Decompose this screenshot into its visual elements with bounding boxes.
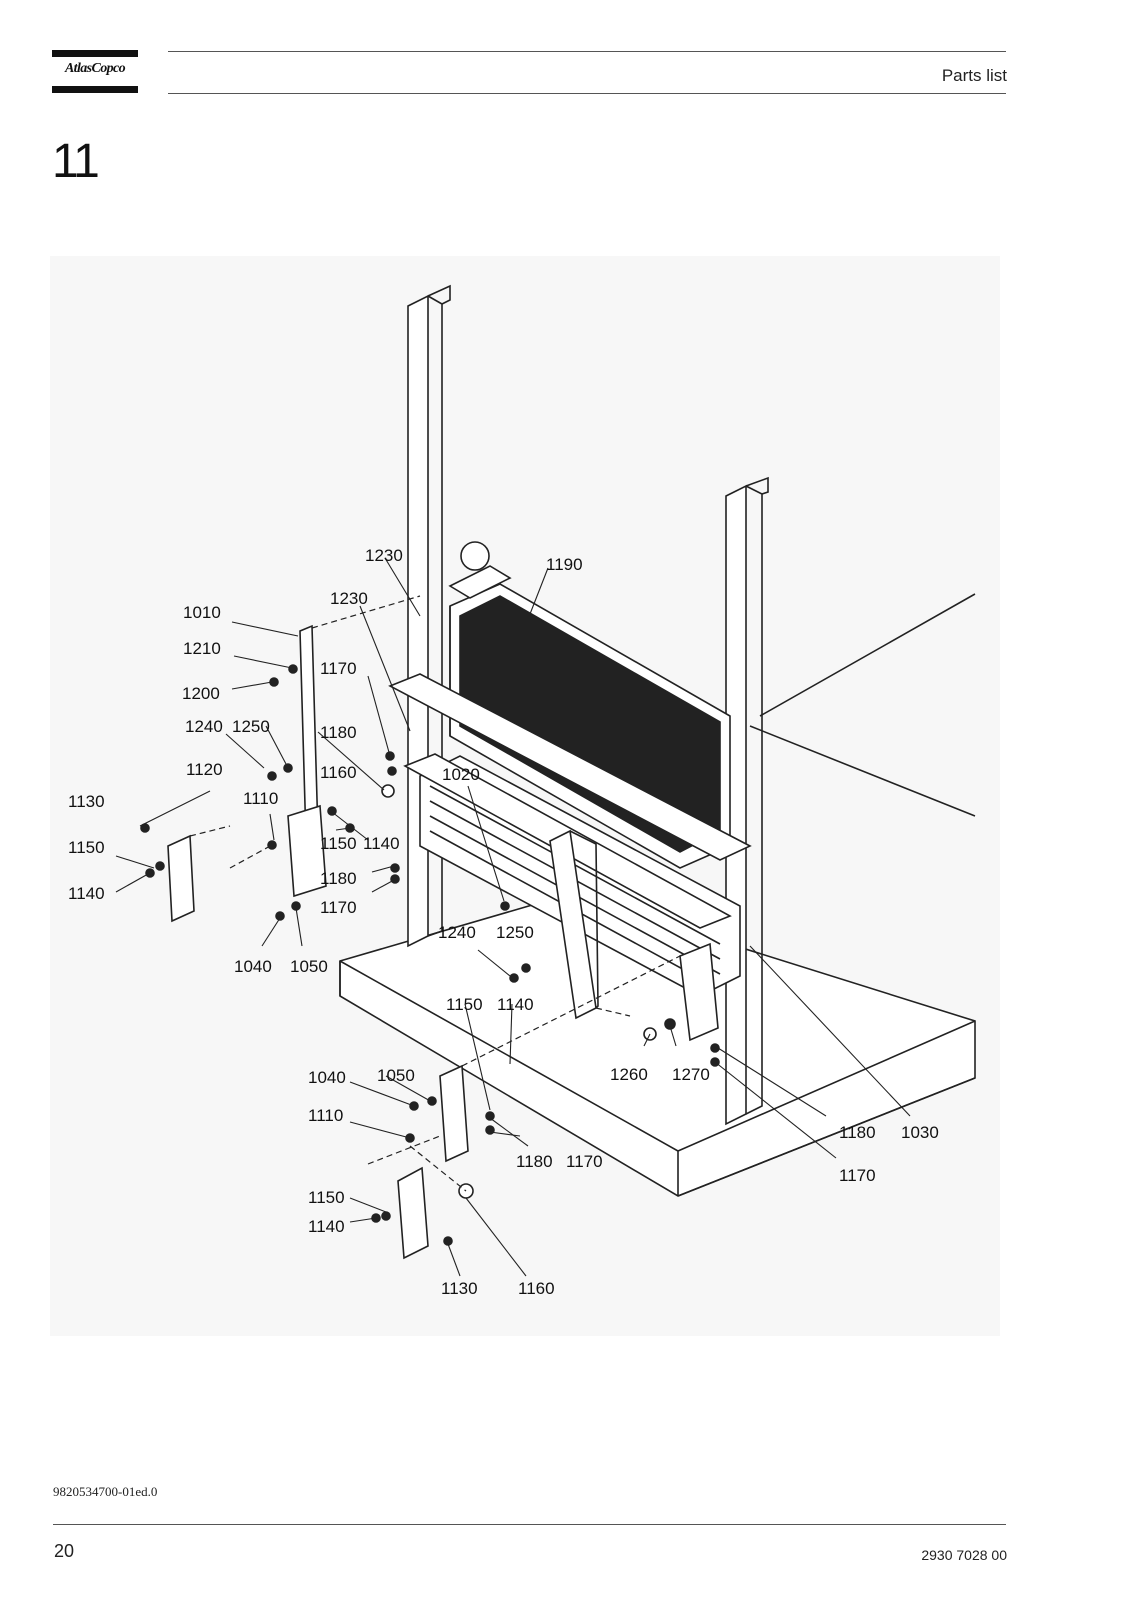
callout-label: 1130 (68, 792, 105, 811)
callout-label: 1120 (186, 760, 223, 779)
assembly-lines (189, 595, 681, 1192)
callout-label: 1230 (330, 589, 368, 608)
callout-label: 1110 (308, 1106, 343, 1125)
header-rule-bottom (168, 93, 1006, 94)
section-number: 11 (52, 135, 100, 188)
callout-label: 1230 (365, 546, 403, 565)
callout-label: 1050 (377, 1066, 415, 1085)
callout-label: 1180 (839, 1123, 876, 1142)
callout-label: 1250 (496, 923, 534, 942)
callout-label: 1160 (320, 763, 357, 782)
callout-label: 1010 (183, 603, 221, 622)
callout-label: 1140 (497, 995, 534, 1014)
atlas-copco-logo: AtlasCopco (52, 50, 138, 94)
callout-label: 1130 (441, 1279, 478, 1298)
header-rule-top (168, 51, 1006, 52)
callout-label: 1250 (232, 717, 270, 736)
callout-label: 1140 (363, 834, 400, 853)
callout-label: 1170 (566, 1152, 603, 1171)
callout-label: 1180 (320, 723, 357, 742)
callout-label: 1050 (290, 957, 328, 976)
callout-label: 1210 (183, 639, 221, 658)
logo-top-bar (52, 50, 138, 57)
logo-bottom-bar (52, 86, 138, 93)
callout-label: 1180 (516, 1152, 553, 1171)
header-title: Parts list (941, 66, 1007, 85)
callout-label: 1170 (839, 1166, 876, 1185)
callout-label: 1160 (518, 1279, 555, 1298)
callout-label: 1180 (320, 869, 357, 888)
callout-label: 1240 (185, 717, 223, 736)
document-code: 9820534700-01ed.0 (53, 1484, 158, 1499)
part-number: 2930 7028 00 (921, 1547, 1007, 1563)
callout-label: 1140 (308, 1217, 345, 1236)
callout-label: 1020 (442, 765, 480, 784)
callout-label: 1200 (182, 684, 220, 703)
page-number: 20 (54, 1541, 75, 1561)
callout-label: 1040 (308, 1068, 346, 1087)
drawing-lines (115, 284, 976, 1277)
callout-label: 1240 (438, 923, 476, 942)
callout-label: 1110 (243, 789, 278, 808)
callout-label: 1150 (68, 838, 105, 857)
callout-label: 1170 (320, 898, 357, 917)
callout-label: 1260 (610, 1065, 648, 1084)
callout-label: 1190 (546, 555, 583, 574)
callout-label: 1270 (672, 1065, 710, 1084)
drawing-svg: 1230 1190 1230 1010 1210 1170 1200 1240 … (68, 284, 976, 1298)
callout-label: 1150 (320, 834, 357, 853)
callout-label: 1150 (308, 1188, 345, 1207)
callout-label: 1140 (68, 884, 105, 903)
callout-label: 1040 (234, 957, 272, 976)
callout-label: 1030 (901, 1123, 939, 1142)
footer-rule (53, 1524, 1006, 1525)
callout-label: 1170 (320, 659, 357, 678)
leader-lines (115, 557, 911, 1277)
callout-labels: 1230 1190 1230 1010 1210 1170 1200 1240 … (68, 546, 939, 1298)
logo-wordmark: AtlasCopco (64, 61, 126, 76)
exploded-parts-drawing: 1230 1190 1230 1010 1210 1170 1200 1240 … (50, 256, 1000, 1336)
callout-label: 1150 (446, 995, 483, 1014)
